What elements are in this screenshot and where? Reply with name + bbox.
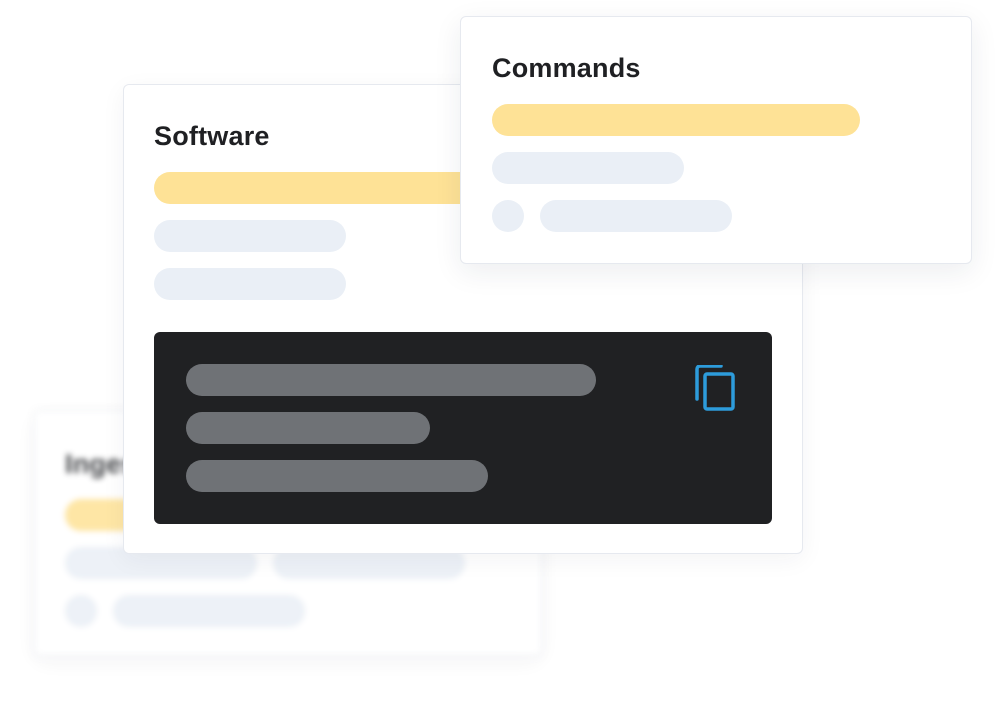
software-placeholder-bar <box>154 268 346 300</box>
commands-avatar-placeholder <box>492 200 524 232</box>
software-highlight-bar <box>154 172 514 204</box>
commands-card-title: Commands <box>492 53 641 83</box>
software-card-title: Software <box>154 121 270 151</box>
code-line <box>186 460 488 492</box>
ingest-avatar-placeholder <box>65 595 97 627</box>
software-placeholder-bar <box>154 220 346 252</box>
commands-placeholder-bar <box>540 200 732 232</box>
code-line <box>186 364 596 396</box>
copy-icon[interactable] <box>695 365 735 411</box>
code-block <box>154 332 772 524</box>
commands-card: Commands <box>460 16 972 264</box>
ingest-placeholder-bar <box>113 595 305 627</box>
commands-placeholder-bar <box>492 152 684 184</box>
commands-highlight-bar <box>492 104 860 136</box>
code-line <box>186 412 430 444</box>
